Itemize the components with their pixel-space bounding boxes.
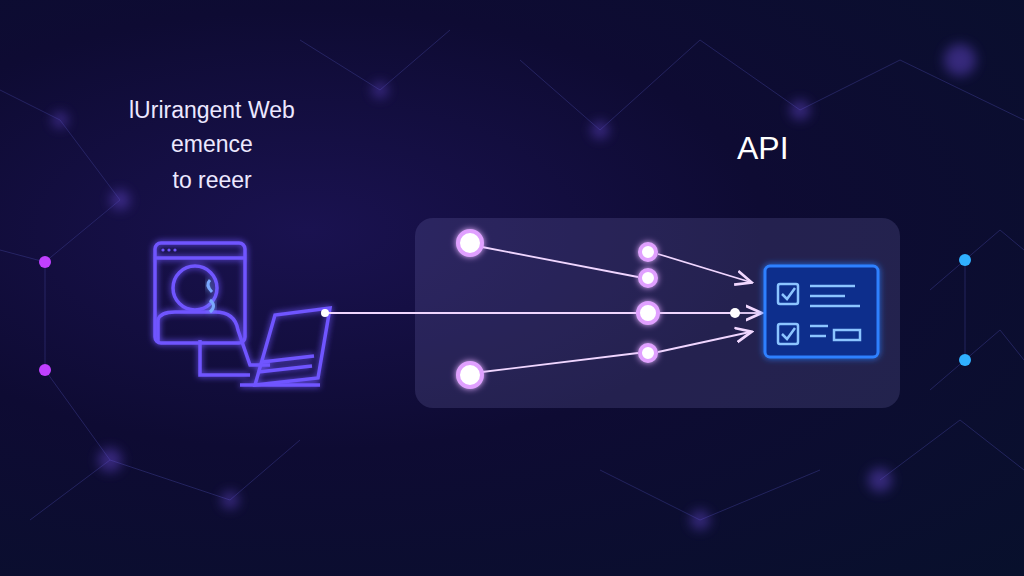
caption-text: lUrirangent Web	[129, 97, 295, 124]
flow-lines	[325, 247, 760, 372]
result-card	[765, 266, 878, 357]
caption-text: to reeer	[173, 167, 252, 194]
flow-points	[458, 231, 658, 387]
panel-heading: API	[737, 130, 789, 167]
user-illustration	[155, 243, 330, 385]
caption-text: emence	[171, 131, 253, 158]
